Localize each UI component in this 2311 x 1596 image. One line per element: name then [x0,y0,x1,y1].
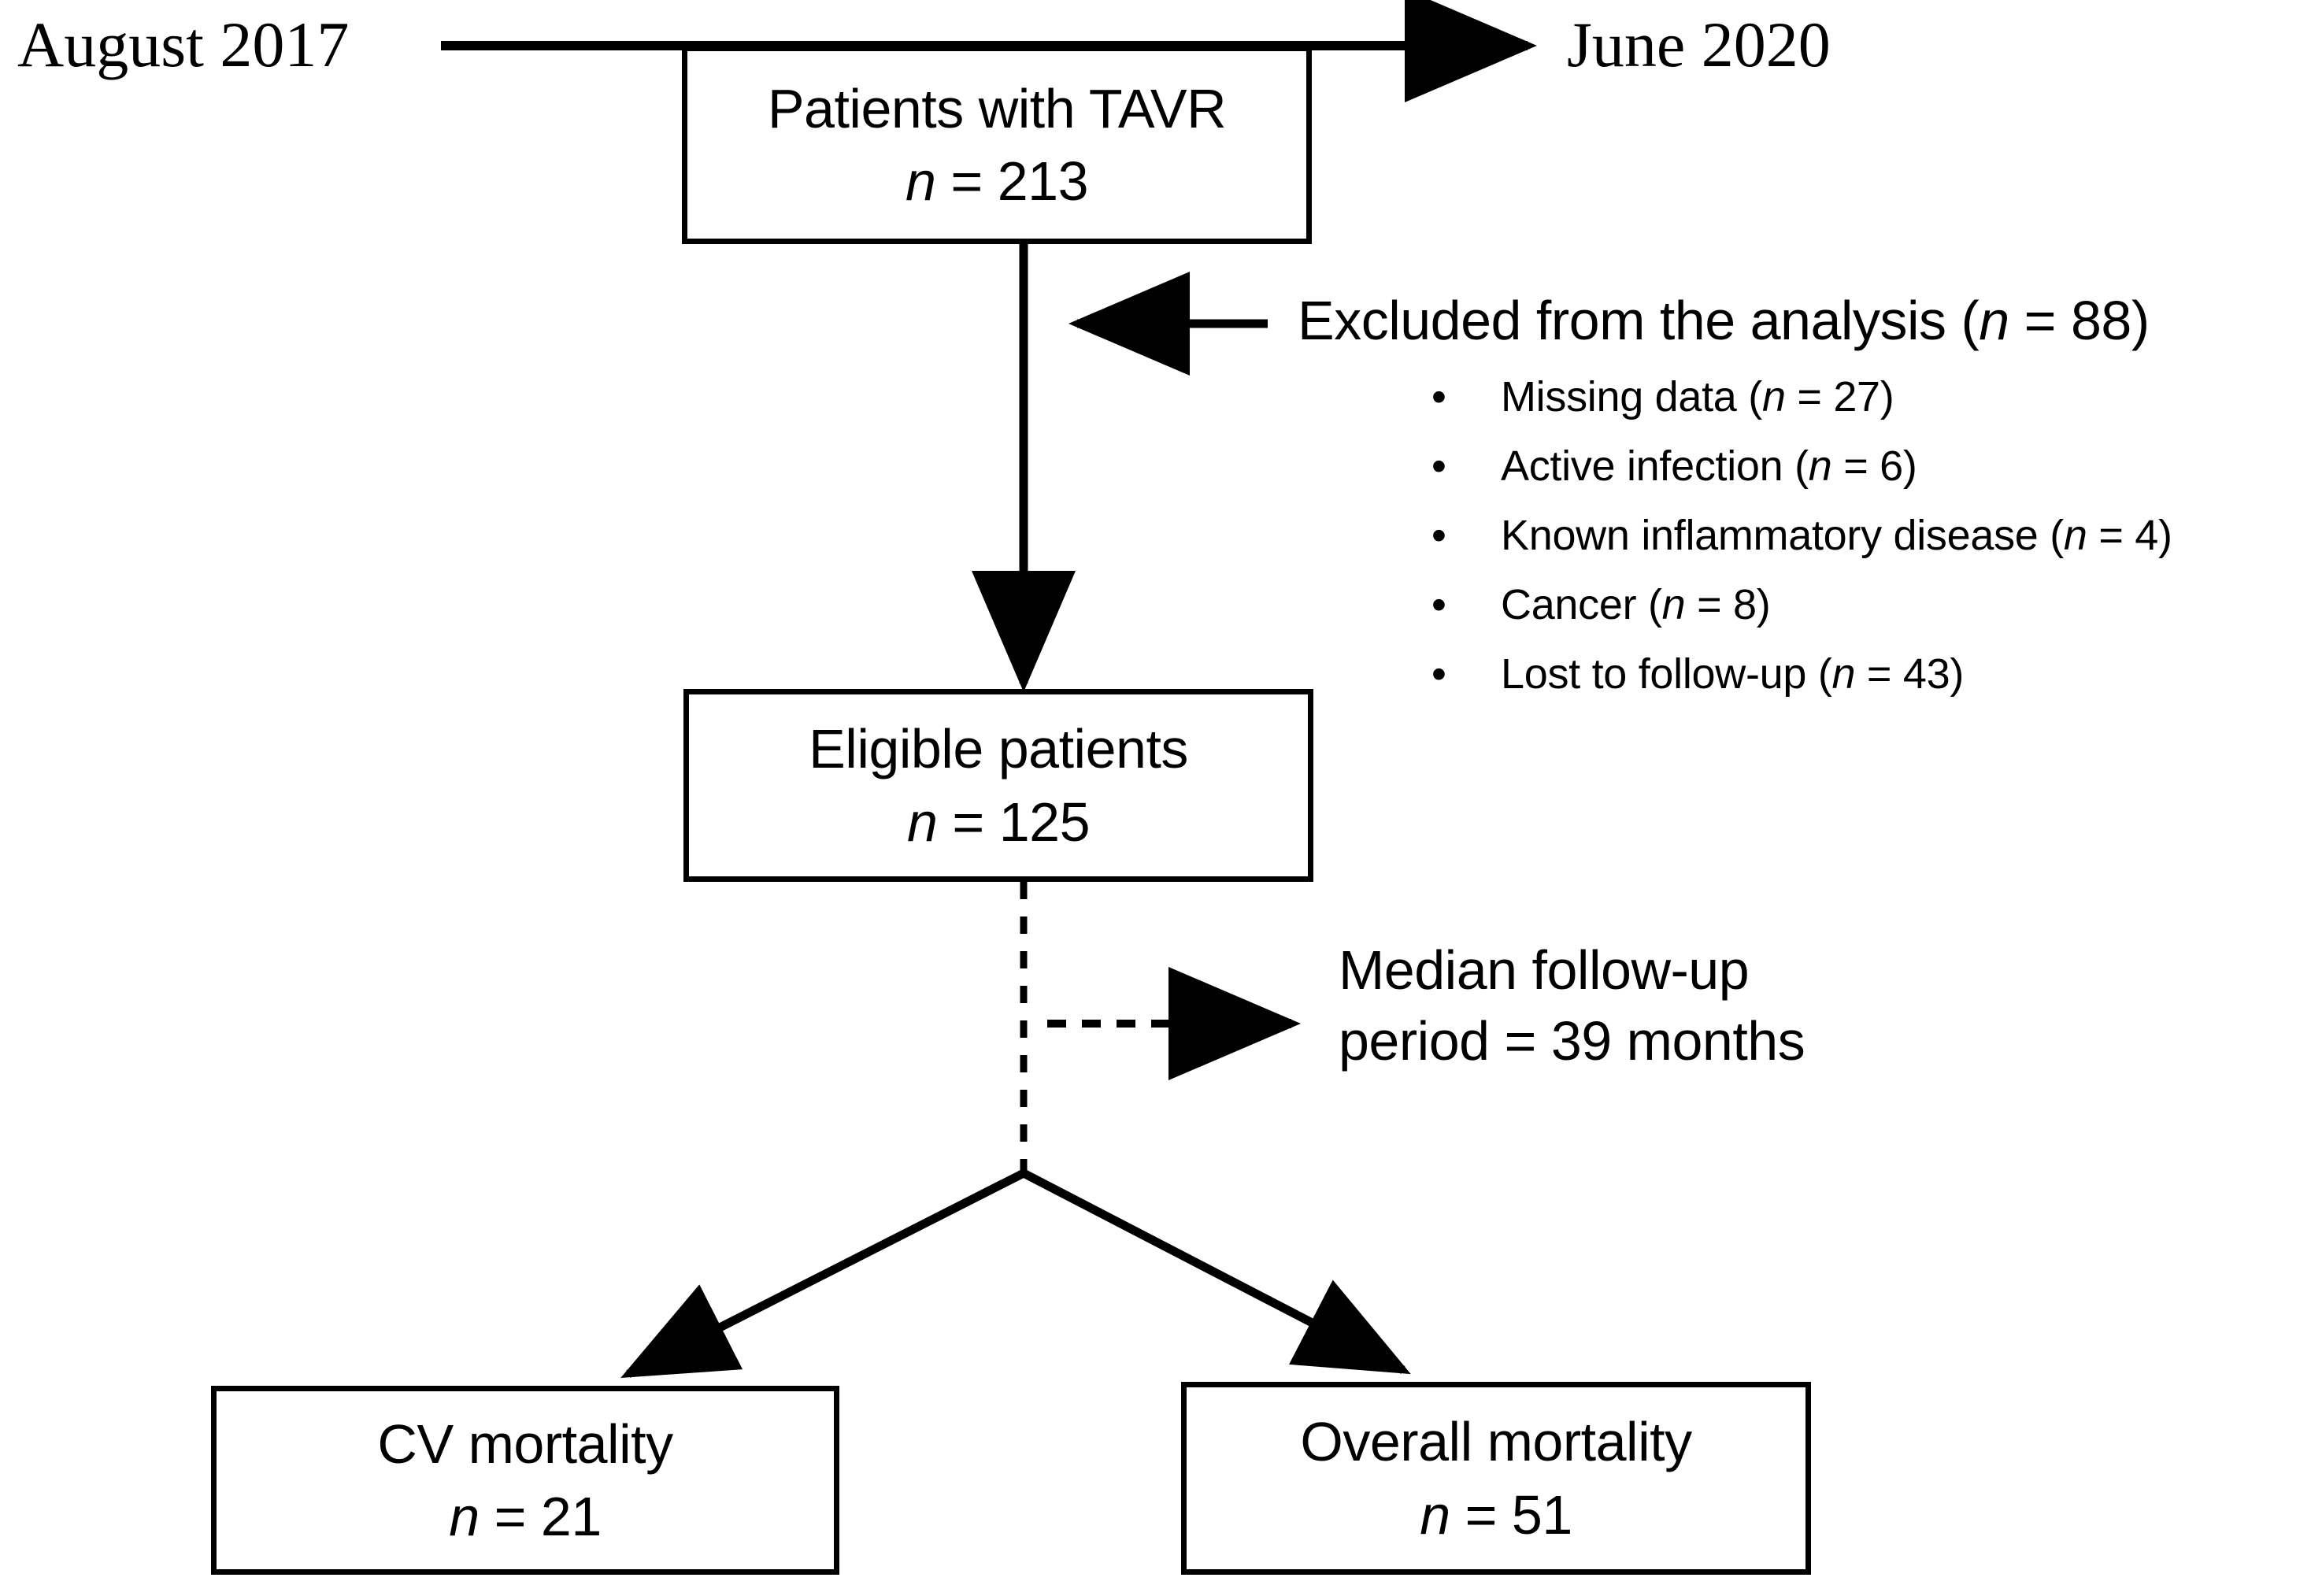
n-symbol: n [1661,581,1686,628]
bullet-icon: • [1431,443,1446,490]
n-symbol: n [1831,650,1856,698]
list-item-label-suffix: = 8) [1685,581,1771,628]
node-cv-mortality-count: n = 21 [449,1486,602,1547]
node-overall-mortality-count: n = 51 [1420,1484,1572,1546]
n-symbol: n [449,1486,480,1547]
timeline-end-label: June 2020 [1567,9,1831,80]
node-overall-mortality-title: Overall mortality [1300,1411,1692,1473]
node-eligible-patients-count: n = 125 [906,791,1091,853]
node-overall-mortality[interactable]: Overall mortality n = 51 [1181,1382,1811,1575]
n-number: 213 [997,150,1089,212]
list-item-label-prefix: Active infection ( [1501,443,1809,490]
node-cv-mortality[interactable]: CV mortality n = 21 [211,1386,839,1575]
exclusions-heading-prefix: Excluded from the analysis ( [1298,290,1980,351]
n-symbol: n [2063,512,2087,559]
list-item: • Lost to follow-up (n = 43) [1431,639,2172,709]
n-value: = [935,150,998,212]
node-eligible-patients-title: Eligible patients [809,718,1188,780]
n-symbol: n [905,150,936,212]
exclusions-heading-suffix: = 88) [2009,290,2150,351]
median-followup-line-2: period = 39 months [1339,1009,1805,1072]
bullet-icon: • [1431,581,1446,628]
list-item-label-prefix: Known inflammatory disease ( [1501,512,2064,559]
median-followup-label: Median follow-up period = 39 months [1339,935,1805,1076]
list-item: • Known inflammatory disease (n = 4) [1431,501,2172,570]
list-item-label-prefix: Cancer ( [1501,581,1662,628]
n-number: 125 [998,791,1091,853]
list-item-label-suffix: = 43) [1855,650,1965,698]
split-to-overall-mortality-arrow [1021,1169,1411,1375]
list-item-label-suffix: = 27) [1785,373,1894,420]
bullet-icon: • [1431,512,1446,559]
timeline-start-label: August 2017 [17,9,350,80]
n-symbol: n [1979,290,2009,351]
node-patients-with-tavr-title: Patients with TAVR [767,77,1227,139]
bullet-icon: • [1431,650,1446,698]
n-value: = [937,791,999,853]
list-item: • Cancer (n = 8) [1431,570,2172,639]
node-cv-mortality-title: CV mortality [377,1413,673,1475]
node-eligible-patients[interactable]: Eligible patients n = 125 [683,689,1313,882]
node-patients-with-tavr[interactable]: Patients with TAVR n = 213 [682,46,1312,244]
n-number: 21 [540,1486,602,1547]
bullet-icon: • [1431,373,1446,420]
n-symbol: n [1808,443,1832,490]
list-item: • Active infection (n = 6) [1431,431,2172,501]
median-followup-line-1: Median follow-up [1339,939,1750,1001]
list-item-label-prefix: Lost to follow-up ( [1501,650,1832,698]
n-symbol: n [1761,373,1786,420]
n-value: = [1450,1483,1512,1546]
n-value: = [479,1486,541,1547]
node-patients-with-tavr-count: n = 213 [905,150,1089,212]
list-item-label-prefix: Missing data ( [1501,373,1762,420]
exclusions-heading: Excluded from the analysis (n = 88) [1298,293,2150,348]
exclusions-list: •Missing data (n = 27) •Active infection… [1431,362,2172,709]
list-item: • Missing data (n = 27) [1431,362,2172,431]
n-symbol: n [906,791,938,853]
n-number: 51 [1511,1483,1572,1546]
list-item-label-suffix: = 6) [1831,443,1917,490]
split-to-cv-mortality-arrow [620,1169,1026,1378]
n-symbol: n [1420,1483,1450,1546]
list-item-label-suffix: = 4) [2087,512,2172,559]
